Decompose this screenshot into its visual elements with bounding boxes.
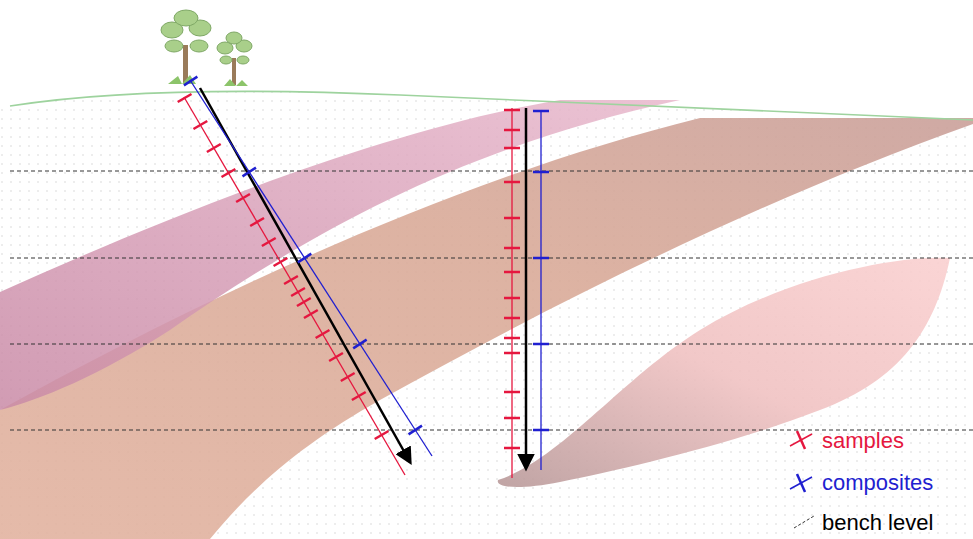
drill-stroke [297,298,311,306]
drill-stroke [409,426,422,435]
drill-stroke [236,194,250,202]
drill-stroke [316,330,330,338]
drill-stroke [533,171,549,174]
trees [161,10,252,86]
drill-stroke [352,392,366,400]
drill-stroke [504,337,520,340]
drill-stroke [284,276,298,284]
drill-stroke [304,310,318,318]
legend-label: samples [822,428,904,454]
ground-surface [10,91,973,120]
drill-stroke [504,181,520,184]
ore-lens [498,258,950,487]
drill-stroke [504,417,520,420]
drillholes [178,77,549,478]
drill-stroke [504,447,520,450]
legend-label: composites [822,470,933,496]
drill-stroke [504,391,520,394]
drill-stroke [533,343,549,346]
drill-stroke [262,238,276,246]
drill-stroke [375,431,389,439]
drill-stroke [533,110,549,113]
drill-stroke [540,110,541,470]
drill-stroke [207,144,221,152]
drill-stroke [533,429,549,432]
drill-stroke [190,80,432,456]
drill-stroke [298,254,311,263]
drill-stroke [511,108,512,478]
drill-stroke [184,77,197,86]
drill-stroke [504,129,520,132]
drill-stroke [178,94,192,102]
drill-stroke [504,147,520,150]
drill-stroke [274,258,288,266]
drill-stroke [341,373,355,381]
drill-stroke [353,340,366,349]
ground [0,92,973,539]
drill-stroke [504,352,520,355]
drill-stroke [250,218,264,226]
drill-stroke [504,109,520,112]
drill-stroke [504,271,520,274]
drill-stroke [329,353,343,361]
drill-stroke [533,257,549,260]
legend-label: bench level [822,510,933,536]
drill-stroke [184,97,405,475]
drill-stroke [504,247,520,250]
drill-stroke [504,297,520,300]
legend-symbols [790,431,814,528]
drill-stroke [242,168,255,177]
drill-stroke [222,169,236,177]
drill-stroke [193,121,207,129]
drill-stroke [504,317,520,320]
drill-stroke [291,288,305,296]
drill-stroke [504,217,520,220]
bench-levels [10,171,973,430]
drill-stroke [525,108,528,468]
